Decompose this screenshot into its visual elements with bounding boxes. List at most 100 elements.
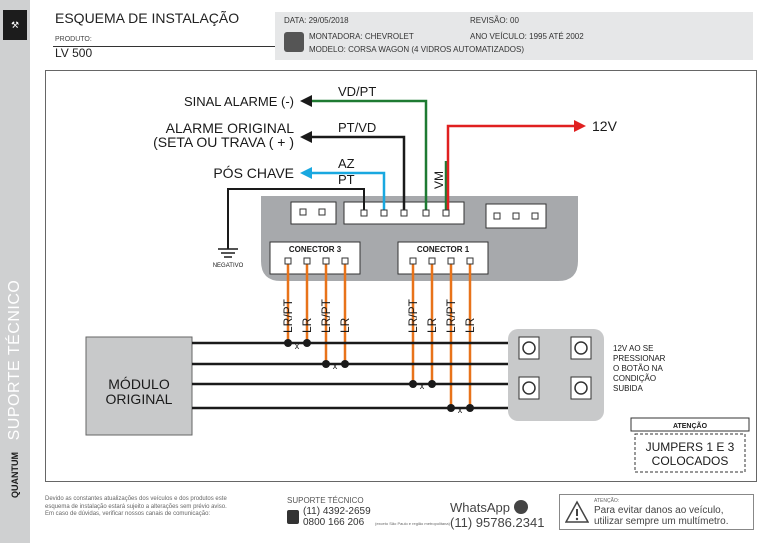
window-switch [518, 336, 540, 360]
wire-label-c3-3: LR/PT [319, 298, 333, 333]
cross-mark: x [295, 341, 300, 351]
product-name: LV 500 [55, 46, 93, 60]
support-phone-2: 0800 166 206 [303, 517, 365, 528]
sidebar: ⚒ SUPORTE TÉCNICO QUANTUM [0, 0, 30, 543]
cross-mark: x [458, 405, 463, 415]
wire-12v [446, 124, 574, 213]
pin [442, 209, 450, 217]
jumpers-line-2: COLOCADOS [652, 454, 729, 468]
splice-dot [341, 360, 349, 368]
connector-1-label: CONECTOR 1 [417, 245, 470, 254]
window-switch [570, 376, 592, 400]
warning-label: ATENÇÃO: [594, 498, 620, 504]
brand-logo: QUANTUM [0, 440, 30, 540]
model-text: MODELO: CORSA WAGON (4 VIDROS AUTOMATIZA… [309, 45, 524, 54]
wire-label-c3-1: LR/PT [281, 298, 295, 333]
arrow-12v [574, 120, 586, 132]
small-connector-left [290, 201, 337, 225]
wire-label-c1-1: LR/PT [406, 298, 420, 333]
sidebar-vertical-text: SUPORTE TÉCNICO [6, 279, 23, 441]
pin [493, 212, 501, 220]
switch-button-icon [574, 381, 588, 395]
pin [284, 257, 292, 265]
splice-dot [303, 339, 311, 347]
splice-dot [428, 380, 436, 388]
revision-text: REVISÃO: 00 [470, 16, 519, 25]
note-line-1: 12V AO SE [613, 344, 653, 353]
page-title: ESQUEMA DE INSTALAÇÃO [55, 10, 240, 26]
label-alarme-original: ALARME ORIGINAL [166, 120, 295, 136]
wire-label-c3-4: LR [338, 317, 352, 333]
disclaimer: Devido as constantes atualizações dos ve… [45, 496, 275, 519]
switch-button-icon [522, 341, 536, 355]
module-original [85, 336, 193, 436]
pin [428, 257, 436, 265]
product-label: PRODUTO: [55, 36, 92, 43]
brand-name: QUANTUM [10, 452, 20, 498]
disclaimer-line-2: esquema de instalação estará sujeito a a… [45, 503, 227, 510]
warning-icon [565, 500, 589, 523]
pin [400, 209, 408, 217]
label-alarme-original-2: (SETA OU TRAVA ( + ) [153, 134, 294, 150]
sidebar-title: SUPORTE TÉCNICO [0, 280, 30, 441]
pin [409, 257, 417, 265]
splice-dot [466, 404, 474, 412]
pin [341, 257, 349, 265]
switch-button-icon [522, 381, 536, 395]
support-phone-note: (exceto São Paulo e região metropolitana… [375, 521, 450, 526]
jumpers-line-1: JUMPERS 1 E 3 [646, 440, 735, 454]
pin [512, 212, 520, 220]
pin [322, 257, 330, 265]
wire-label-c1-3: LR/PT [444, 298, 458, 333]
label-12v: 12V [592, 118, 618, 134]
wire-pt-vd [312, 135, 406, 213]
switch-button-icon [574, 341, 588, 355]
note-line-3: O BOTÃO NA [613, 364, 663, 373]
jumpers-box [634, 433, 746, 473]
arrow-pos-chave [300, 167, 312, 179]
wire-label-vm: VM [432, 171, 446, 189]
wire-label-pt-vd: PT/VD [338, 120, 376, 135]
pin [466, 257, 474, 265]
warning-box: ATENÇÃO: Para evitar danos ao veículo, u… [559, 494, 754, 530]
footer: Devido as constantes atualizações dos ve… [45, 490, 757, 540]
phone-icon [287, 510, 299, 524]
note-line-5: SUBIDA [613, 384, 643, 393]
connector-3-label: CONECTOR 3 [289, 245, 342, 254]
splice-dot [447, 404, 455, 412]
note-line-4: CONDIÇÃO [613, 374, 656, 383]
splice-dot [409, 380, 417, 388]
tools-icon: ⚒ [3, 10, 27, 40]
module-label-2: ORIGINAL [106, 391, 173, 407]
wire-vd-pt [312, 99, 428, 213]
car-icon [284, 32, 304, 52]
window-switch [518, 376, 540, 400]
pin [360, 209, 368, 217]
attention-label: ATENÇÃO [673, 421, 708, 430]
pin [299, 208, 307, 216]
manufacturer-text: MONTADORA: CHEVROLET [309, 32, 414, 41]
pin [531, 212, 539, 220]
header-divider [53, 46, 288, 47]
pin [318, 208, 326, 216]
warning-line-2: utilizar sempre um multímetro. [594, 516, 729, 527]
arrow-sinal-alarme [300, 95, 312, 107]
wire-label-c1-4: LR [463, 317, 477, 333]
label-negativo: NEGATIVO [213, 263, 244, 269]
note-line-2: PRESSIONAR [613, 354, 666, 363]
diagram-frame: SINAL ALARME (-) ALARME ORIGINAL (SETA O… [45, 70, 757, 482]
pin [380, 209, 388, 217]
pin [447, 257, 455, 265]
disclaimer-line-1: Devido as constantes atualizações dos ve… [45, 496, 227, 502]
label-pos-chave: PÓS CHAVE [213, 165, 294, 181]
pin [422, 209, 430, 217]
wire-label-c3-2: LR [300, 317, 314, 333]
date-text: DATA: 29/05/2018 [284, 16, 349, 25]
pin [303, 257, 311, 265]
support-label: SUPORTE TÉCNICO [287, 496, 364, 505]
wire-label-vd-pt: VD/PT [338, 84, 376, 99]
wire-label-pt: PT [338, 172, 355, 187]
label-sinal-alarme: SINAL ALARME (-) [184, 94, 294, 109]
header: ESQUEMA DE INSTALAÇÃO PRODUTO: LV 500 DA… [45, 6, 757, 62]
cross-mark: x [420, 381, 425, 391]
